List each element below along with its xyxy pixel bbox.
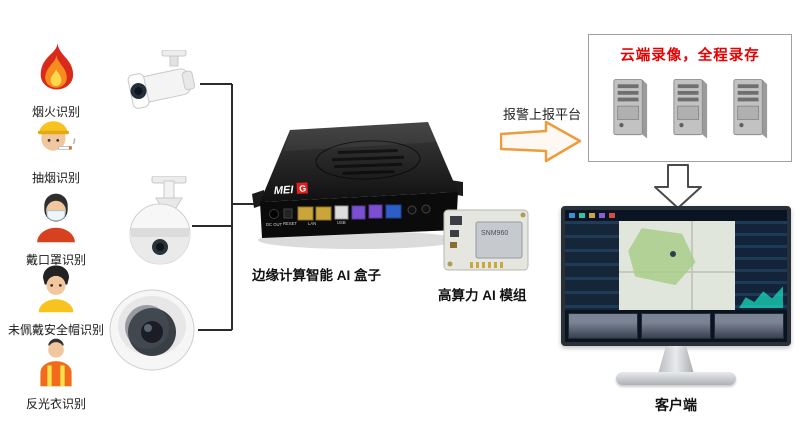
ai-module-board: SNM960 xyxy=(443,209,529,271)
device-list-panel xyxy=(565,221,619,310)
module-chip-label: SNM960 xyxy=(481,230,508,237)
bullet-camera xyxy=(127,50,196,109)
port-label: LAN xyxy=(308,221,316,226)
video-thumbnail-strip xyxy=(565,310,787,342)
client-monitor xyxy=(560,206,792,385)
ptz-dome-camera xyxy=(129,176,191,265)
ai-box-brand: MEI xyxy=(274,184,295,197)
cloud-title: 云端录像，全程录存 xyxy=(620,48,760,64)
client-label: 客户端 xyxy=(655,397,697,413)
face-mask-icon xyxy=(37,193,75,243)
ai-box-ports xyxy=(269,204,431,221)
fire-icon xyxy=(40,40,74,90)
dome-camera xyxy=(109,289,195,371)
camera-thumbnail xyxy=(568,313,638,339)
recognition-label: 抽烟识别 xyxy=(31,171,80,185)
server-icon xyxy=(733,79,768,139)
recognition-label: 戴口罩识别 xyxy=(25,253,86,267)
recognition-item-smoking: 抽烟识别 xyxy=(0,110,112,186)
camera-thumbnail xyxy=(714,313,784,339)
cloud-to-client-arrow xyxy=(654,164,702,209)
camera-thumbnail xyxy=(641,313,711,339)
recognition-item-mask: 戴口罩识别 xyxy=(0,190,112,268)
server-icon xyxy=(673,79,708,139)
ai-box-brand-mark: G xyxy=(299,183,307,193)
recognition-label: 烟火识别 xyxy=(31,105,80,119)
port-label: DC OUT xyxy=(266,222,282,227)
recognition-item-no-helmet: 未佩戴安全帽识别 xyxy=(0,262,112,338)
ai-module-label: 高算力 AI 模组 xyxy=(438,288,527,303)
no-helmet-icon xyxy=(38,265,74,313)
port-label: RESET xyxy=(283,221,297,226)
port-label: USB xyxy=(337,220,346,225)
reflective-vest-icon xyxy=(40,338,72,387)
recognition-item-fire: 烟火识别 xyxy=(0,38,112,120)
recognition-label: 未佩戴安全帽识别 xyxy=(7,323,104,337)
map-area xyxy=(619,221,735,310)
recognition-label: 反光衣识别 xyxy=(25,397,86,411)
recognition-item-vest: 反光衣识别 xyxy=(0,336,112,412)
server-row xyxy=(589,77,791,141)
cloud-recording-panel: 云端录像，全程录存 xyxy=(588,34,792,162)
map-pin xyxy=(670,251,677,258)
screen-toolbar xyxy=(565,210,787,221)
monitor-stand-base xyxy=(616,372,736,385)
alarm-arrow-right xyxy=(500,120,582,163)
ai-box-label: 边缘计算智能 AI 盒子 xyxy=(252,268,382,283)
server-icon xyxy=(613,79,648,139)
smoking-icon xyxy=(37,121,76,151)
stats-panel xyxy=(735,221,787,310)
alarm-report-label: 报警上报平台 xyxy=(502,107,581,122)
monitor-screen xyxy=(561,206,791,346)
ai-box-device: MEI G DC OUT RESET LAN USB xyxy=(252,122,463,249)
mini-chart xyxy=(739,286,783,308)
map-region xyxy=(628,228,696,286)
